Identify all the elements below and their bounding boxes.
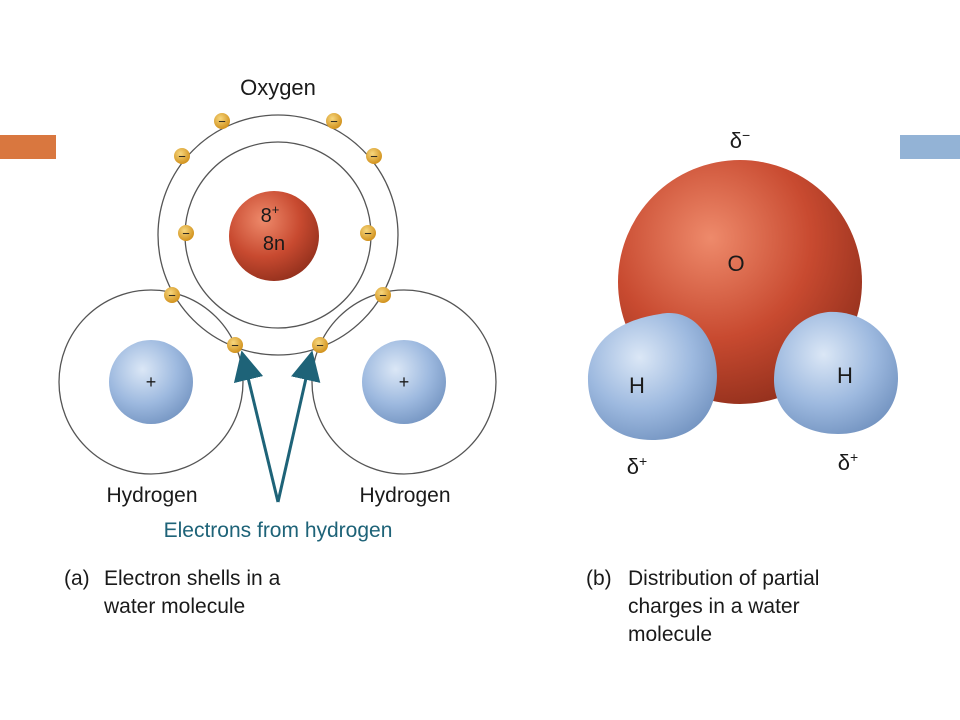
hydrogen-left-label: Hydrogen [106, 484, 197, 507]
oxygen-label: Oxygen [240, 75, 316, 100]
svg-text:−: − [379, 288, 387, 303]
oxygen-partial-sign: − [742, 127, 750, 143]
accent-bar-left [0, 135, 56, 159]
hydrogen-left-sphere [588, 313, 717, 440]
svg-text:−: − [231, 338, 239, 353]
electrons-from-hydrogen-label: Electrons from hydrogen [164, 519, 393, 542]
svg-text:−: − [182, 226, 190, 241]
oxygen-nucleus [229, 191, 319, 281]
electron: − [214, 113, 230, 129]
svg-text:−: − [178, 149, 186, 164]
hydrogen-right-nucleus [362, 340, 446, 424]
electron: − [312, 337, 328, 353]
hydrogen-left-charge: + [146, 372, 157, 392]
hydrogen-right-sphere [774, 311, 898, 434]
svg-text:−: − [370, 149, 378, 164]
svg-text:−: − [330, 114, 338, 129]
svg-text:−: − [168, 288, 176, 303]
caption-a-letter: (a) [64, 567, 90, 590]
electron: − [227, 337, 243, 353]
nucleus-neutrons-label: 8n [263, 233, 285, 255]
hydrogen-left-partial-charge: δ+ [627, 453, 647, 479]
nucleus-protons-superscript: + [272, 202, 280, 217]
hydrogen-left-symbol: H [629, 373, 645, 398]
electron: − [164, 287, 180, 303]
hydrogen-right-partial-sign: + [850, 449, 858, 465]
electron: − [178, 225, 194, 241]
caption-a-line2: water molecule [103, 595, 245, 618]
accent-bar-right [900, 135, 960, 159]
hydrogen-left-partial-sign: + [639, 453, 647, 469]
oxygen-partial-charge-label: δ− [730, 127, 750, 153]
electron: − [375, 287, 391, 303]
hydrogen-electron-arrows [233, 350, 321, 503]
hydrogen-left-nucleus [109, 340, 193, 424]
nucleus-protons-label: 8+ [261, 202, 280, 227]
caption-b-line2: charges in a water [628, 595, 800, 618]
oxygen-symbol: O [727, 251, 744, 276]
caption-b-line3: molecule [628, 623, 712, 646]
hydrogen-right-partial-charge: δ+ [838, 449, 858, 475]
svg-text:−: − [316, 338, 324, 353]
svg-text:−: − [364, 226, 372, 241]
hydrogen-right-symbol: H [837, 363, 853, 388]
panel-b-partial-charges: δ− O H H δ+ δ+ (b) Distribution of parti… [586, 127, 898, 646]
svg-text:−: − [218, 114, 226, 129]
caption-b-letter: (b) [586, 567, 612, 590]
electron: − [174, 148, 190, 164]
electron: − [326, 113, 342, 129]
electron: − [366, 148, 382, 164]
caption-b-line1: Distribution of partial [628, 567, 819, 590]
electron: − [360, 225, 376, 241]
oxygen-outer-shell [157, 114, 399, 356]
caption-a-line1: Electron shells in a [104, 567, 281, 590]
panel-a-electron-shells: Oxygen 8+ 8n + + − − − − − − − − − − Hyd… [58, 75, 497, 618]
hydrogen-right-charge: + [399, 372, 410, 392]
hydrogen-right-label: Hydrogen [359, 484, 450, 507]
